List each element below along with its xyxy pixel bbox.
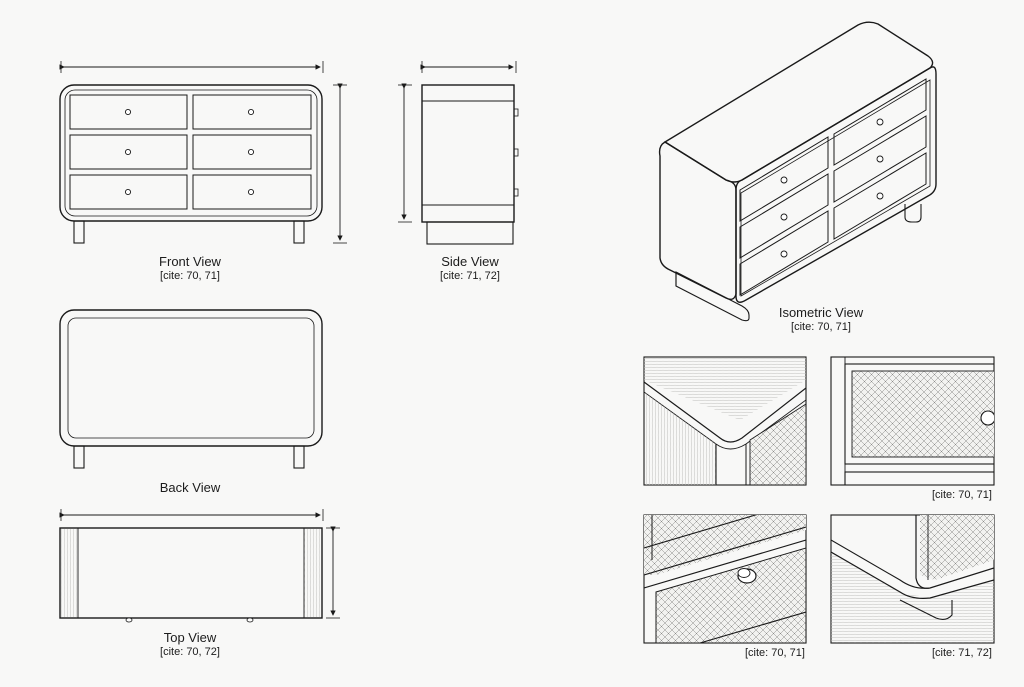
top-view-drawing	[59, 509, 340, 623]
back-view-drawing	[59, 309, 323, 469]
isometric-view-cite: [cite: 70, 71]	[791, 321, 851, 333]
front-view-cite: [cite: 70, 71]	[160, 270, 220, 282]
side-view-drawing	[398, 61, 519, 245]
top-view-cite: [cite: 70, 72]	[160, 646, 220, 658]
front-view-drawing	[59, 61, 347, 244]
back-view-title: Back View	[159, 480, 221, 495]
side-view-cite: [cite: 71, 72]	[440, 270, 500, 282]
front-drawers	[69, 94, 312, 210]
detail-knob	[643, 514, 807, 644]
detail-base-corner	[830, 514, 995, 644]
detail-drawer-front	[830, 356, 995, 486]
front-view-title: Front View	[159, 254, 221, 269]
front-carcass	[59, 84, 323, 222]
detail-bottom-right-cite: [cite: 71, 72]	[932, 647, 992, 659]
back-view-label: Back View	[120, 480, 260, 495]
isometric-view-drawing	[658, 21, 937, 322]
top-view-title: Top View	[163, 630, 217, 645]
detail-bottom-left-cite: [cite: 70, 71]	[745, 647, 805, 659]
side-view-title: Side View	[441, 254, 499, 269]
detail-top-cite: [cite: 70, 71]	[932, 489, 992, 501]
top-view-label: Top View [cite: 70, 72]	[120, 630, 260, 658]
isometric-view-label: Isometric View [cite: 70, 71]	[751, 305, 891, 333]
side-view-label: Side View [cite: 71, 72]	[400, 254, 540, 282]
front-view-label: Front View [cite: 70, 71]	[120, 254, 260, 282]
detail-top-corner	[643, 356, 807, 486]
isometric-view-title: Isometric View	[778, 305, 864, 320]
